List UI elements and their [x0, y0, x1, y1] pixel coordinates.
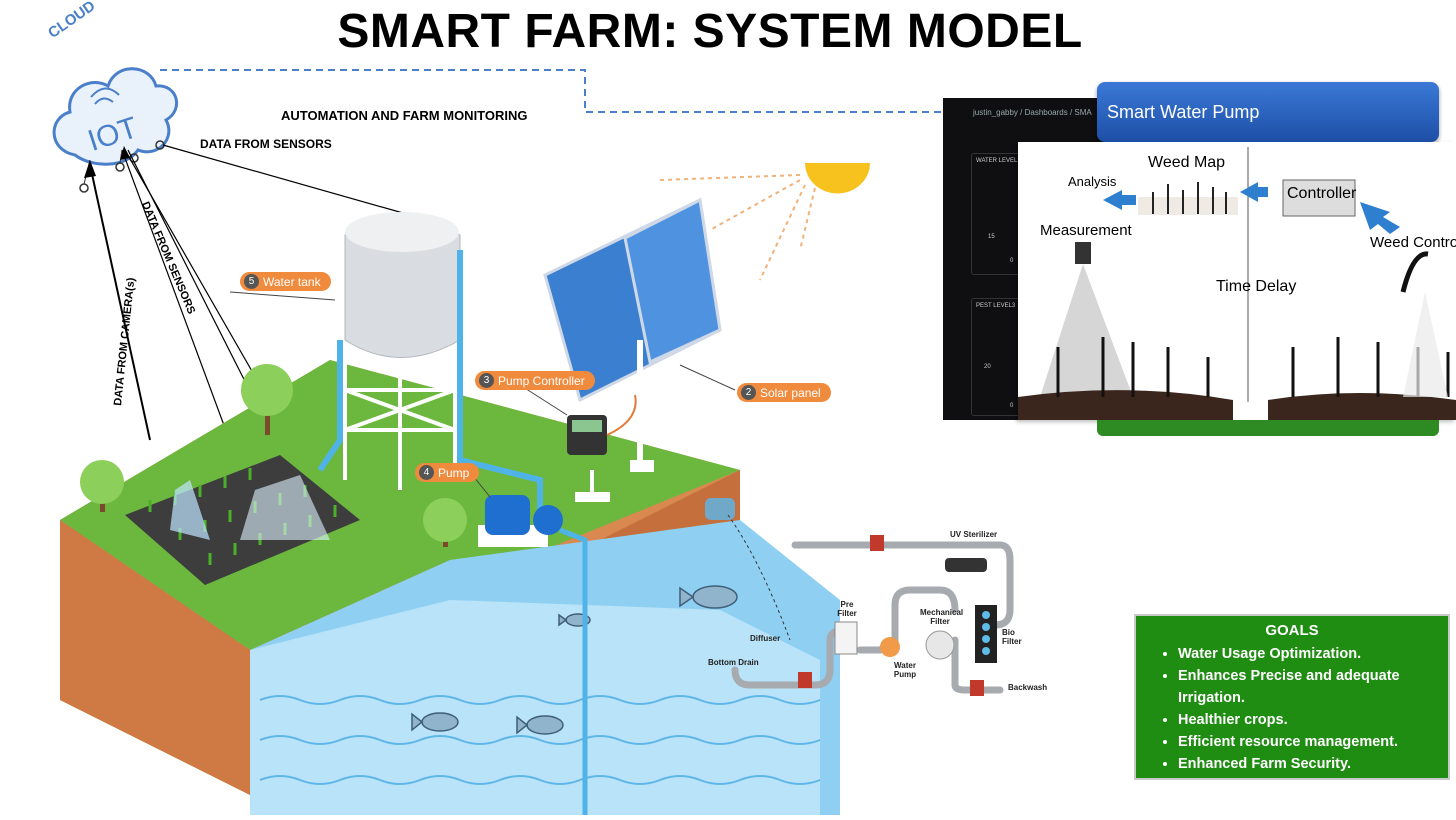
- tree-icon: [80, 364, 467, 547]
- sensors-top-label: DATA FROM SENSORS: [200, 137, 332, 151]
- tag-pump-controller: 3 Pump Controller: [475, 371, 595, 390]
- pump-controller: [567, 394, 637, 502]
- smart-pump-title: Smart Water Pump: [1107, 102, 1260, 122]
- sensor-data-arrow-1: [121, 149, 236, 456]
- dashboard-breadcrumb[interactable]: justin_gabby / Dashboards / SMA: [973, 108, 1092, 117]
- bio-filter-label: Bio Filter: [1002, 628, 1022, 646]
- weed-control-diagram: [1018, 147, 1456, 420]
- arrow-icon: [1360, 202, 1400, 234]
- filtration-equipment: [705, 498, 997, 696]
- pest-tick: 20: [984, 364, 991, 370]
- tag-number: 4: [419, 465, 434, 480]
- pond: [250, 520, 840, 815]
- tag-text: Pump Controller: [498, 373, 585, 388]
- tag-number: 2: [741, 385, 756, 400]
- diffuser-label: Diffuser: [750, 634, 781, 643]
- bottom-drain-label: Bottom Drain: [708, 658, 759, 667]
- arrow-icon: [1103, 190, 1136, 210]
- goals-title: GOALS: [1265, 622, 1319, 639]
- controller-label: Controller: [1287, 185, 1357, 202]
- filtration-loop: [731, 541, 1014, 694]
- tag-water-tank: 5 Water tank: [240, 272, 331, 291]
- goal-item: Efficient resource management.: [1178, 731, 1448, 753]
- analysis-label: Analysis: [1068, 174, 1117, 189]
- pump: [478, 495, 563, 547]
- pest-tick: 0: [1010, 403, 1014, 409]
- fish-icon: [411, 585, 738, 735]
- page-title: SMART FARM: SYSTEM MODEL: [337, 5, 1083, 58]
- weed-control-panel: Weed Map Analysis Controller Measurement…: [1018, 142, 1456, 420]
- tag-text: Pump: [438, 465, 470, 480]
- water-tank: [317, 212, 588, 815]
- measurement-label: Measurement: [1040, 222, 1132, 239]
- pest-level-title: PEST LEVEL3: [976, 303, 1016, 309]
- goals-list: Water Usage Optimization. Enhances Preci…: [1136, 643, 1448, 775]
- tag-number: 5: [244, 274, 259, 289]
- tag-text: Water tank: [263, 274, 321, 289]
- tank-sensor-arrow: [162, 144, 411, 216]
- water-pump-label: Water Pump: [893, 661, 917, 679]
- mechanical-filter-label: Mechanical Filter: [920, 608, 964, 626]
- tag-pump: 4 Pump: [415, 463, 480, 482]
- automation-label: AUTOMATION AND FARM MONITORING: [281, 108, 528, 123]
- time-delay-label: Time Delay: [1216, 278, 1297, 295]
- camera-data-arrow: [89, 164, 151, 441]
- uv-sterilizer-label: UV Sterilizer: [950, 530, 998, 539]
- tag-text: Solar panel: [760, 385, 821, 400]
- goal-item: Enhanced Farm Security.: [1178, 753, 1448, 775]
- goal-item: Healthier crops.: [1178, 709, 1448, 731]
- pre-filter-label: Pre Filter: [837, 600, 857, 618]
- cloud-link-line: [160, 69, 955, 113]
- smart-pump-header: Smart Water Pump: [1097, 82, 1439, 142]
- water-tick: 0: [1010, 258, 1014, 264]
- weed-map-label: Weed Map: [1148, 154, 1226, 171]
- goals-box: GOALS Water Usage Optimization. Enhances…: [1134, 614, 1450, 780]
- water-tick: 15: [988, 234, 995, 240]
- pump-panel-footer: [1097, 420, 1439, 436]
- tag-number: 3: [479, 373, 494, 388]
- goal-item: Enhances Precise and adequate Irrigation…: [1178, 665, 1448, 709]
- arrow-icon: [1240, 182, 1268, 202]
- crop-beds: [125, 455, 360, 585]
- sun-icon: [659, 163, 870, 281]
- water-level-title: WATER LEVEL: [976, 158, 1018, 164]
- solar-panel: [543, 197, 722, 472]
- backwash-label: Backwash: [1008, 683, 1048, 692]
- tag-solar-panel: 2 Solar panel: [737, 383, 831, 402]
- weed-control-label: Weed Control: [1370, 234, 1456, 251]
- goal-item: Water Usage Optimization.: [1178, 643, 1448, 665]
